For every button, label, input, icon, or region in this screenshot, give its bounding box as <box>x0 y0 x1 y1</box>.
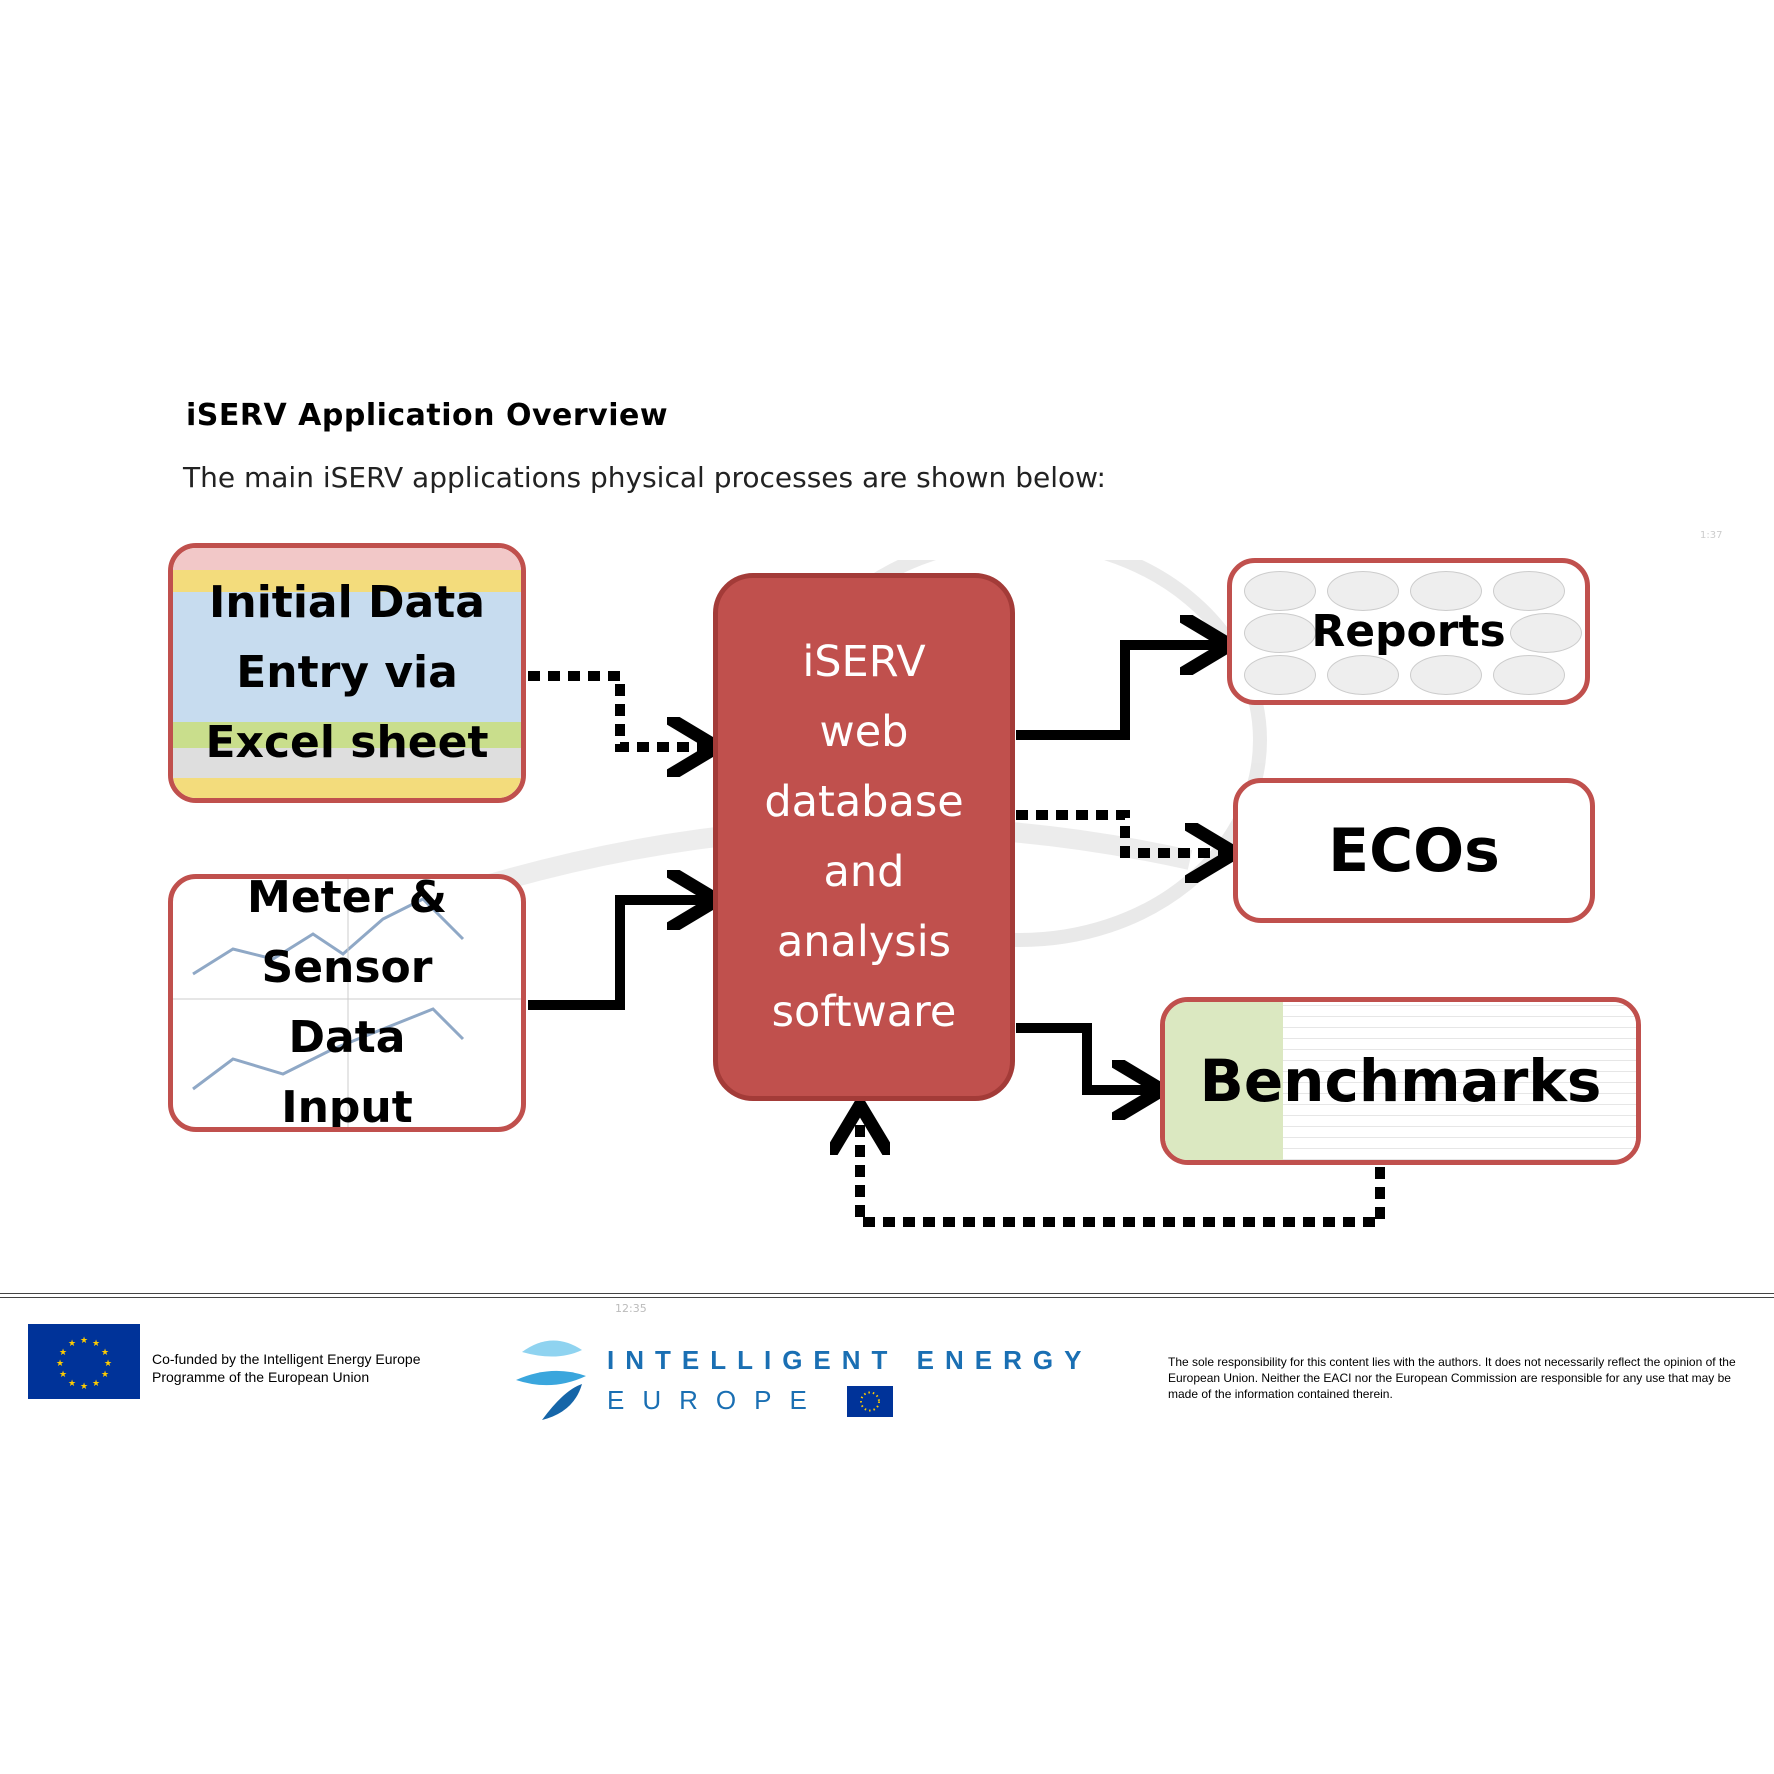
ecos-label: ECOs <box>1328 815 1500 886</box>
svg-text:★: ★ <box>80 1382 88 1392</box>
eu-flag-icon: ★★★ ★★★ ★★★ ★★★ <box>28 1324 140 1399</box>
iserv-core-label: iSERV web database and analysis software <box>764 637 964 1037</box>
meter-sensor-label: Meter & Sensor Data Input <box>247 874 447 1132</box>
arrow-core-to-benchmarks <box>1016 1023 1157 1090</box>
reports-label: Reports <box>1311 605 1506 657</box>
svg-text:★: ★ <box>92 1339 100 1349</box>
arrow-meter-to-core <box>528 900 712 1010</box>
svg-text:★: ★ <box>59 1348 67 1358</box>
page-title: iSERV Application Overview <box>186 398 669 433</box>
svg-text:★: ★ <box>59 1370 67 1380</box>
svg-text:★: ★ <box>101 1348 109 1358</box>
iee-logo-icon <box>516 1340 586 1420</box>
disclaimer-text: The sole responsibility for this content… <box>1168 1355 1736 1401</box>
arrow-initial-to-core <box>528 671 712 747</box>
flow-arrows <box>528 0 1385 1227</box>
ecos-box: ECOs <box>1233 778 1595 923</box>
benchmarks-box: Benchmarks <box>1160 997 1641 1165</box>
initial-data-entry-box: Initial Data Entry via Excel sheet <box>168 543 526 803</box>
svg-text:★: ★ <box>92 1379 100 1389</box>
svg-text:★: ★ <box>68 1339 76 1349</box>
svg-text:★: ★ <box>68 1379 76 1389</box>
cofunded-line-2: Programme of the European Union <box>152 1369 370 1385</box>
reports-box: Reports <box>1227 558 1590 705</box>
svg-text:★: ★ <box>104 1359 112 1369</box>
intro-text: The main iSERV applications physical pro… <box>183 461 1106 494</box>
svg-text:★: ★ <box>56 1359 64 1369</box>
brand-line-1: INTELLIGENT ENERGY <box>607 1345 1093 1375</box>
cofunded-line-1: Co-funded by the Intelligent Energy Euro… <box>152 1351 421 1367</box>
arrow-core-to-reports <box>1016 645 1225 740</box>
footer-divider <box>0 1293 1774 1298</box>
iserv-core-box: iSERV web database and analysis software <box>713 573 1015 1101</box>
brand-line-2: EUROPE <box>607 1385 825 1415</box>
corner-note: 1:37 <box>1700 530 1723 541</box>
svg-text:★: ★ <box>80 1336 88 1346</box>
initial-data-entry-label: Initial Data Entry via Excel sheet <box>205 577 489 768</box>
small-eu-flag-icon <box>847 1386 893 1417</box>
benchmarks-label: Benchmarks <box>1199 1047 1602 1115</box>
svg-text:★: ★ <box>101 1370 109 1380</box>
cofunded-text: Co-funded by the Intelligent Energy Euro… <box>152 1350 421 1386</box>
arrow-core-to-ecos <box>1016 810 1230 853</box>
meter-sensor-box: Meter & Sensor Data Input <box>168 874 526 1132</box>
arrow-benchmarks-to-core <box>860 1110 1385 1227</box>
sparkline-graphic <box>173 879 521 1127</box>
footer-timecode: 12:35 <box>615 1302 647 1315</box>
